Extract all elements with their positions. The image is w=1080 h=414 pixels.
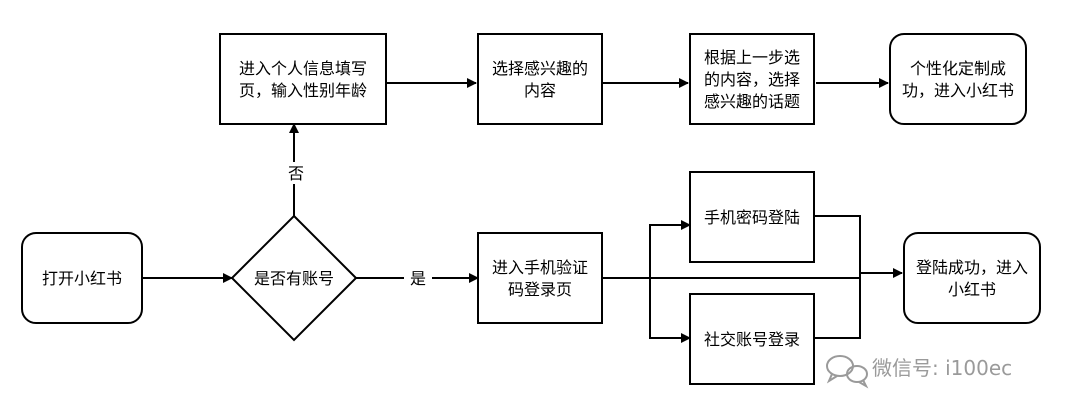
node-label-line: 的内容，选择 <box>704 70 800 89</box>
edge-branch-to-social <box>649 278 691 343</box>
node-label-line: 登陆成功，进入 <box>916 258 1028 277</box>
node-label-line: 内容 <box>524 81 556 100</box>
node-choose-topic-label: 根据上一步选的内容，选择感兴趣的话题 <box>704 48 800 111</box>
node-label-line: 社交账号登录 <box>704 330 800 349</box>
node-label-line: 页，输入性别年龄 <box>239 81 367 100</box>
node-phone-password-label: 手机密码登陆 <box>704 208 800 227</box>
node-has-account-label: 是否有账号 <box>254 269 334 288</box>
node-label-line: 手机密码登陆 <box>704 208 800 227</box>
node-label-line: 选择感兴趣的 <box>492 59 588 78</box>
node-fill-info-label: 进入个人信息填写页，输入性别年龄 <box>239 59 367 100</box>
watermark-text: 微信号: i100ec <box>872 356 1012 380</box>
node-label-line: 功，进入小红书 <box>902 81 1014 100</box>
wechat-icon <box>826 355 869 389</box>
node-choose-interest-label: 选择感兴趣的内容 <box>492 59 588 100</box>
node-phone-password: 手机密码登陆 <box>689 171 815 263</box>
node-open-app-label: 打开小红书 <box>42 269 122 288</box>
node-choose-interest: 选择感兴趣的内容 <box>477 33 603 125</box>
node-custom-success: 个性化定制成功，进入小红书 <box>889 33 1027 125</box>
node-social-login-label: 社交账号登录 <box>704 330 800 349</box>
node-login-success: 登陆成功，进入小红书 <box>903 232 1041 324</box>
yes-label-bg <box>404 270 432 288</box>
node-label-line: 个性化定制成 <box>910 59 1006 78</box>
edge-password-merge <box>814 215 861 278</box>
node-label-line: 小红书 <box>948 280 996 299</box>
node-fill-info: 进入个人信息填写页，输入性别年龄 <box>219 33 387 125</box>
node-phone-verify-label: 进入手机验证码登录页 <box>492 258 588 299</box>
node-label-line: 码登录页 <box>508 280 572 299</box>
node-label-line: 进入手机验证 <box>492 258 588 277</box>
node-custom-success-label: 个性化定制成功，进入小红书 <box>902 59 1014 100</box>
watermark: 微信号: i100ec <box>826 355 1012 389</box>
node-label-line: 感兴趣的话题 <box>704 92 800 111</box>
node-label-line: 打开小红书 <box>42 269 122 288</box>
node-label-line: 是否有账号 <box>254 269 334 288</box>
node-social-login: 社交账号登录 <box>689 293 815 385</box>
node-choose-topic: 根据上一步选的内容，选择感兴趣的话题 <box>689 33 815 125</box>
edges <box>142 78 903 343</box>
node-label-line: 进入个人信息填写 <box>239 59 367 78</box>
edge-branch-to-password <box>649 220 691 278</box>
node-login-success-label: 登陆成功，进入小红书 <box>916 258 1028 299</box>
no-label-bg <box>284 162 306 184</box>
node-label-line: 根据上一步选 <box>704 48 800 67</box>
edge-label-no: 否 <box>288 164 304 183</box>
node-open-app: 打开小红书 <box>21 232 143 324</box>
node-has-account: 是否有账号 <box>230 214 358 342</box>
edge-verify-to-success <box>602 268 903 279</box>
edge-social-merge <box>814 278 861 339</box>
edge-label-yes: 是 <box>410 269 426 288</box>
node-phone-verify: 进入手机验证码登录页 <box>477 232 603 324</box>
